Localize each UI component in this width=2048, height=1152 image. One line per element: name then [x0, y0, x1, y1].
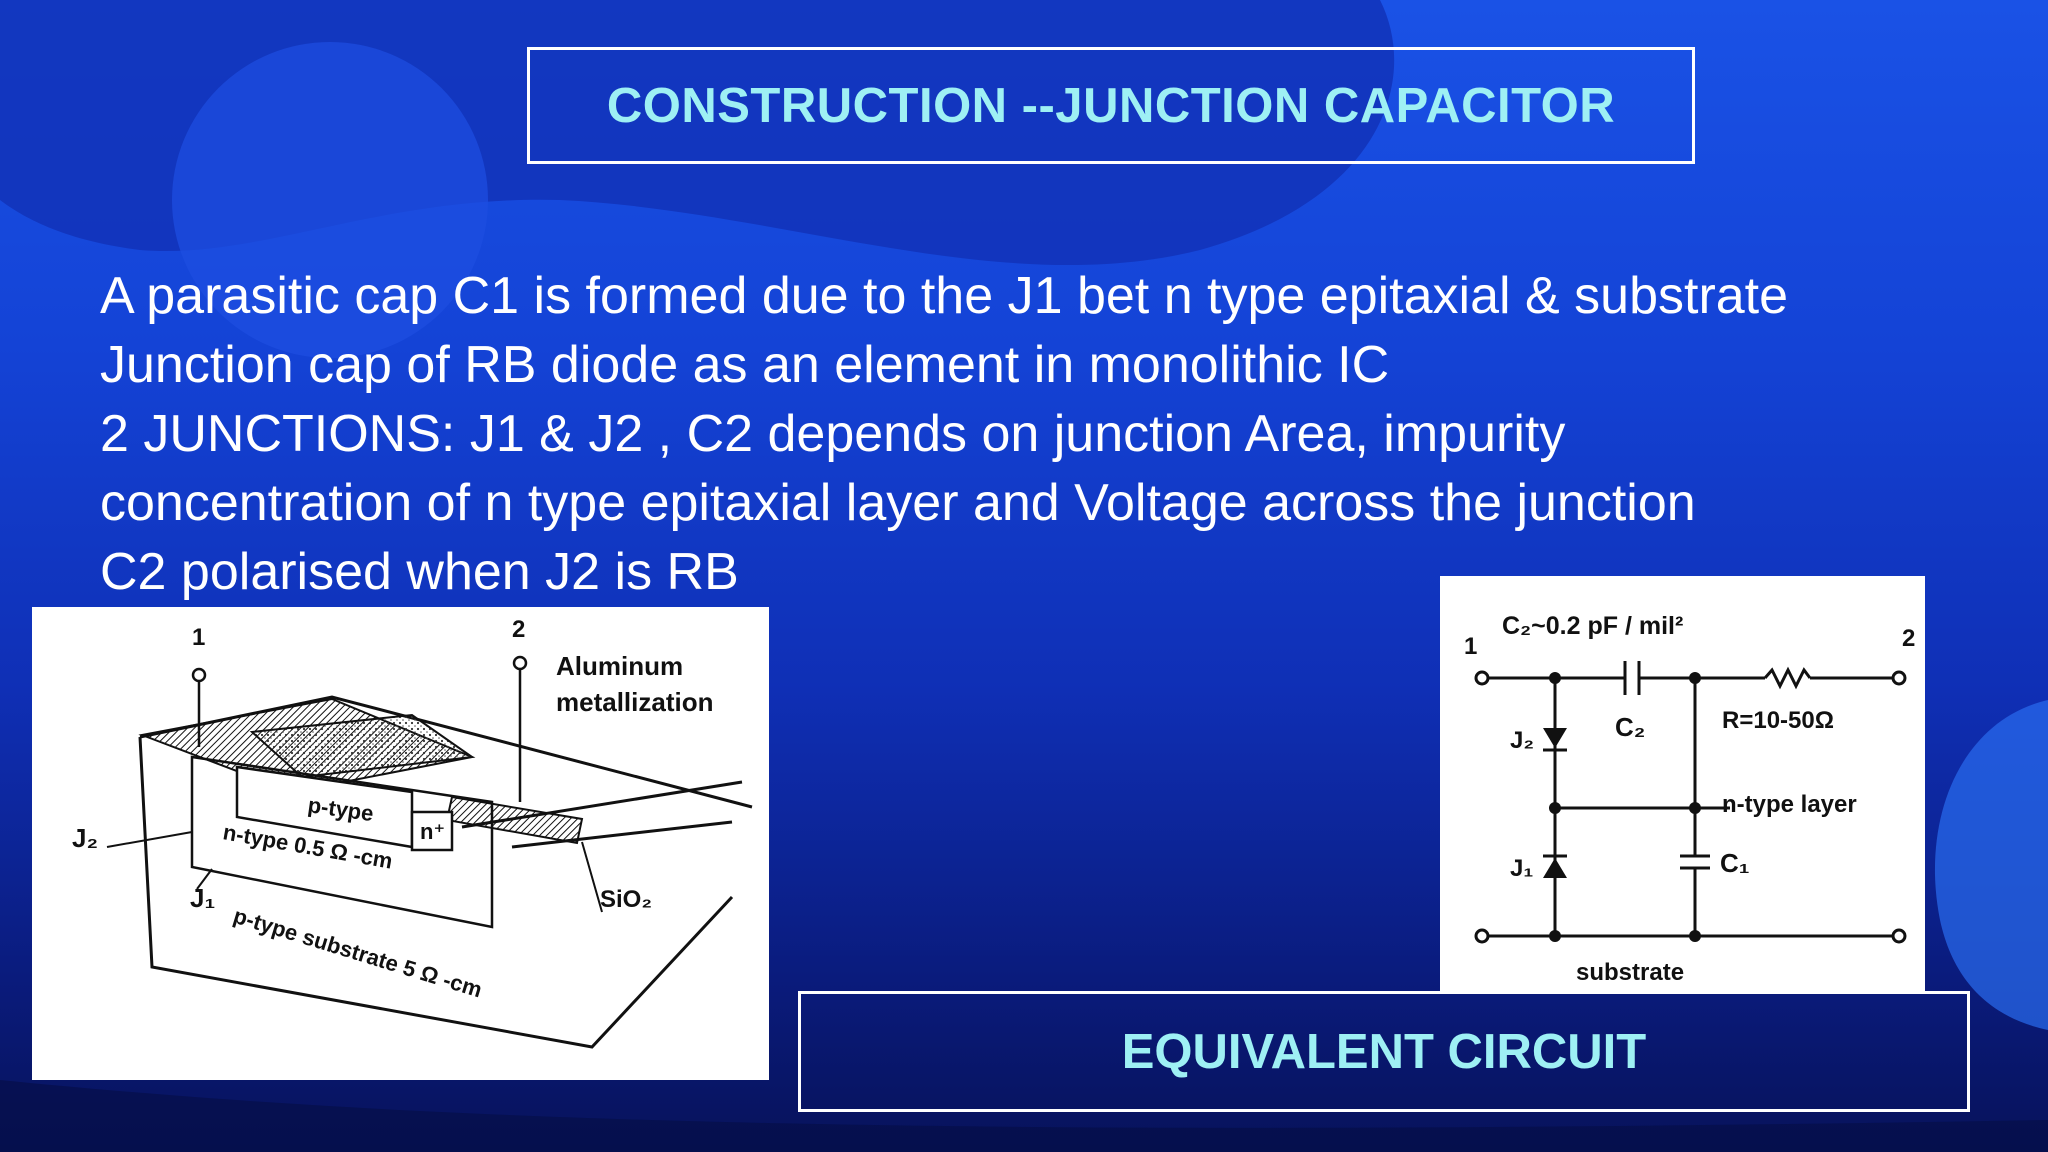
j2-pointer: [106, 831, 193, 848]
n-plus-region: [410, 810, 454, 852]
terminal-1-label: 1: [1464, 633, 1477, 660]
terminal-1-label: 1: [192, 624, 205, 651]
c1-label: C₁: [1720, 848, 1750, 878]
body-line: A parasitic cap C1 is formed due to the …: [100, 267, 1789, 325]
terminal-2-node: [1891, 670, 1907, 686]
slide-title: CONSTRUCTION --JUNCTION CAPACITOR: [527, 47, 1695, 164]
terminal-2-label: 2: [1902, 625, 1915, 652]
body-line: 2 JUNCTIONS: J1 & J2 , C2 depends on jun…: [100, 405, 1566, 463]
aluminum-label: Aluminum: [556, 651, 683, 681]
terminal-2-label: 2: [512, 616, 525, 643]
resistor: [1763, 666, 1812, 690]
n-region: [190, 755, 494, 929]
metallization-label: metallization: [556, 687, 713, 717]
j1-label: J₁: [1510, 855, 1533, 882]
c2-label: C₂: [1615, 712, 1645, 742]
aluminum-plate: [249, 713, 475, 779]
j1-pointer: [196, 868, 213, 890]
cross-section-diagram: 1 2 Aluminum metallization p-type n-type…: [72, 616, 753, 1049]
node-dot: [1689, 802, 1701, 814]
equivalent-circuit-diagram: 1 2 C₂~0.2 pF / mil² C₂ R=10-50Ω J₂ n-ty…: [1464, 612, 1915, 986]
body-line: concentration of n type epitaxial layer …: [100, 474, 1696, 532]
node-dot: [1549, 672, 1561, 684]
equivalent-circuit-figure: 1 2 C₂~0.2 pF / mil² C₂ R=10-50Ω J₂ n-ty…: [1440, 576, 1925, 993]
caption-box: EQUIVALENT CIRCUIT: [798, 991, 1970, 1112]
body-line: Junction cap of RB diode as an element i…: [100, 336, 1390, 394]
body-text: A parasitic cap C1 is formed due to the …: [100, 262, 2000, 607]
node-dot: [1689, 672, 1701, 684]
bottom-right-node: [1891, 928, 1907, 944]
terminal-1-lead: [191, 667, 207, 747]
body-line: C2 polarised when J2 is RB: [100, 543, 739, 601]
j2-label: J₂: [1510, 727, 1534, 754]
node-dot: [1689, 930, 1701, 942]
caption-text: EQUIVALENT CIRCUIT: [1121, 1024, 1647, 1079]
diode-j2-symbol: [1543, 728, 1567, 748]
slide-title-text: CONSTRUCTION --JUNCTION CAPACITOR: [606, 78, 1616, 133]
sio2-label: SiO₂: [600, 886, 652, 913]
node-dot: [1549, 930, 1561, 942]
n-layer-label: n-type layer: [1722, 791, 1857, 818]
j1-label: J₁: [190, 883, 215, 913]
node-dot: [1549, 802, 1561, 814]
sio2-pointer: [581, 841, 603, 913]
diode-j1-symbol: [1543, 858, 1567, 878]
c2-spec-label: C₂~0.2 pF / mil²: [1502, 612, 1683, 640]
bottom-left-node: [1474, 928, 1490, 944]
metal-right-pad: [445, 795, 584, 845]
cross-section-figure: 1 2 Aluminum metallization p-type n-type…: [32, 607, 769, 1080]
j2-label: J₂: [72, 823, 98, 853]
right-wave-shape: [1934, 700, 2048, 1030]
r-spec-label: R=10-50Ω: [1722, 707, 1834, 734]
terminal-1-node: [1474, 670, 1490, 686]
substrate-label: substrate: [1576, 959, 1684, 986]
n-plus-label: n⁺: [420, 819, 445, 844]
terminal-2-lead: [512, 655, 528, 802]
